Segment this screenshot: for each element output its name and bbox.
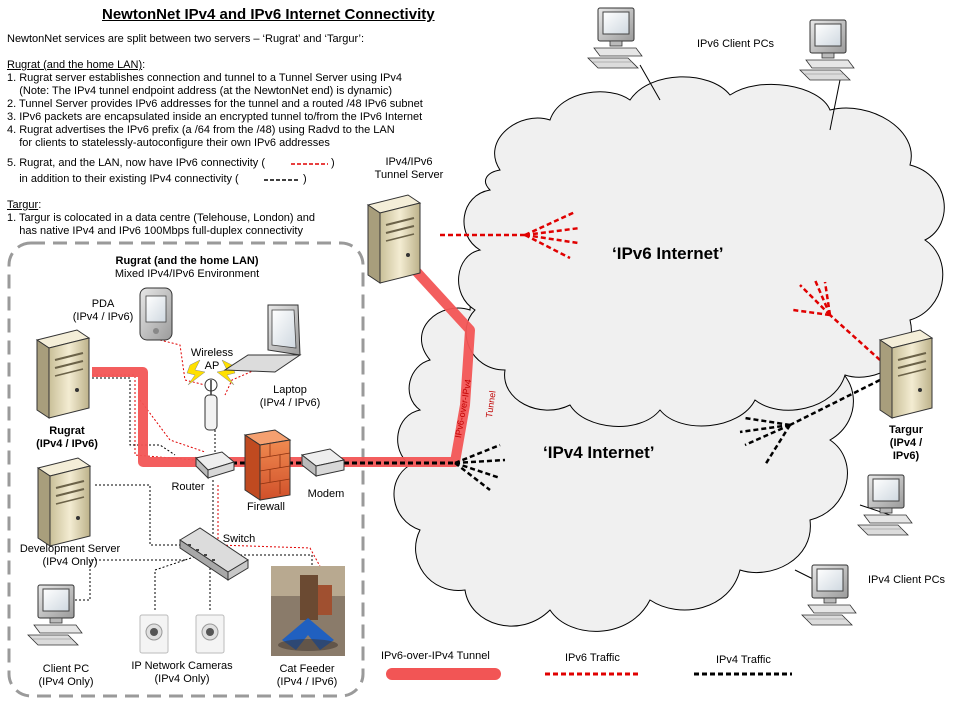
ipv4-traffic-fan-right — [739, 378, 881, 466]
rugrat-line-3: 2. Tunnel Server provides IPv6 addresses… — [7, 98, 423, 110]
rugrat-line-7-closer: ) — [331, 157, 335, 169]
laptop-icon — [223, 304, 302, 373]
firewall-label: Firewall — [247, 501, 285, 513]
tunnel-server-label: IPv4/IPv6 Tunnel Server — [374, 156, 444, 181]
ipv6-internet-cloud — [458, 76, 945, 427]
router-icon — [195, 451, 236, 480]
rugrat-server-icon — [36, 329, 90, 419]
intro-text: NewtonNet services are split between two… — [7, 33, 365, 45]
client-pc-label: Client PC (IPv4 Only) — [38, 663, 94, 688]
legend-ipv6-label: IPv6 Traffic — [565, 652, 620, 664]
rugrat-line-4: 3. IPv6 packets are encapsulated inside … — [7, 111, 423, 123]
legend-tunnel-label: IPv6-over-IPv4 Tunnel — [381, 650, 490, 662]
rugrat-line-2: (Note: The IPv4 tunnel endpoint address … — [7, 85, 392, 97]
rugrat-line-8-closer: ) — [303, 173, 307, 185]
cat-feeder-label: Cat Feeder (IPv4 / IPv6) — [276, 663, 338, 688]
page-title: NewtonNet IPv4 and IPv6 Internet Connect… — [102, 6, 435, 23]
ip-camera-icon — [139, 614, 225, 654]
rugrat-section-heading: Rugrat (and the home LAN): — [7, 59, 146, 71]
rugrat-line-7: 5. Rugrat, and the LAN, now have IPv6 co… — [7, 157, 266, 169]
ipv6-client-pc-1-icon — [587, 7, 643, 69]
ipv6-traffic-targur — [792, 279, 881, 361]
rugrat-label: Rugrat (IPv4 / IPv6) — [36, 425, 98, 450]
client-pc-icon — [27, 584, 83, 646]
ipv6-cloud-label: ‘IPv6 Internet’ — [612, 244, 724, 263]
ipv4-clients-label: IPv4 Client PCs — [868, 574, 946, 586]
ipv6-client-pc-2-icon — [799, 19, 855, 81]
rugrat-line-1: 1. Rugrat server establishes connection … — [7, 72, 403, 84]
ipv4-client-pc-1-icon — [857, 474, 913, 536]
dev-server-icon — [37, 457, 91, 547]
wireless-ap-label: Wireless AP — [190, 347, 234, 372]
tunnel-server-icon — [367, 194, 421, 284]
targur-label: Targur (IPv4 / IPv6) — [888, 424, 924, 462]
switch-label: Switch — [222, 533, 256, 545]
router-label: Router — [171, 481, 205, 493]
switch-icon — [179, 527, 249, 581]
rugrat-line-5: 4. Rugrat advertises the IPv6 prefix (a … — [7, 124, 395, 136]
rugrat-line-6: for clients to statelessly-autoconfigure… — [7, 137, 330, 149]
ipv6-clients-label: IPv6 Client PCs — [697, 38, 775, 50]
lan-box-subtitle: Mixed IPv4/IPv6 Environment — [114, 268, 260, 280]
ipv4-client-pc-2-icon — [801, 564, 857, 626]
ipv4-cloud-label: ‘IPv4 Internet’ — [543, 443, 655, 462]
dev-server-label: Development Server (IPv4 Only) — [19, 543, 121, 568]
modem-label: Modem — [307, 488, 345, 500]
cat-feeder-photo — [271, 566, 345, 656]
legend-ipv4-label: IPv4 Traffic — [716, 654, 771, 666]
ipv6-traffic-tunnel-server — [440, 210, 581, 260]
rugrat-line-8: in addition to their existing IPv4 conne… — [7, 173, 239, 185]
modem-icon — [300, 448, 346, 478]
firewall-icon — [243, 429, 292, 501]
targur-line-1: 1. Targur is colocated in a data centre … — [7, 212, 315, 224]
laptop-label: Laptop (IPv4 / IPv6) — [259, 384, 321, 409]
targur-section-heading: Targur: — [7, 199, 42, 211]
pda-label: PDA (IPv4 / IPv6) — [72, 298, 134, 323]
pda-icon — [139, 287, 173, 341]
home-lan-boundary — [7, 241, 365, 698]
targur-line-2: has native IPv4 and IPv6 100Mbps full-du… — [7, 225, 303, 237]
ipv4-traffic-fan-left — [454, 443, 506, 491]
lan-box-title: Rugrat (and the home LAN) — [115, 255, 259, 267]
cameras-label: IP Network Cameras (IPv4 Only) — [131, 660, 233, 685]
targur-server-icon — [879, 329, 933, 419]
